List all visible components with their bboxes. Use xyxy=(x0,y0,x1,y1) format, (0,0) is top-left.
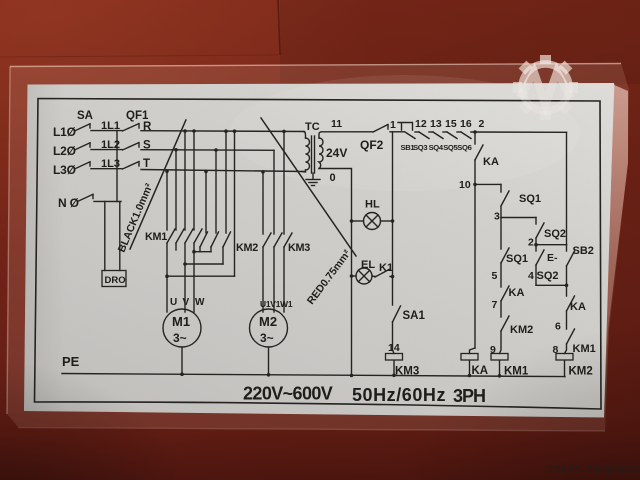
svg-text:87426-21003022: 87426-21003022 xyxy=(546,463,640,477)
